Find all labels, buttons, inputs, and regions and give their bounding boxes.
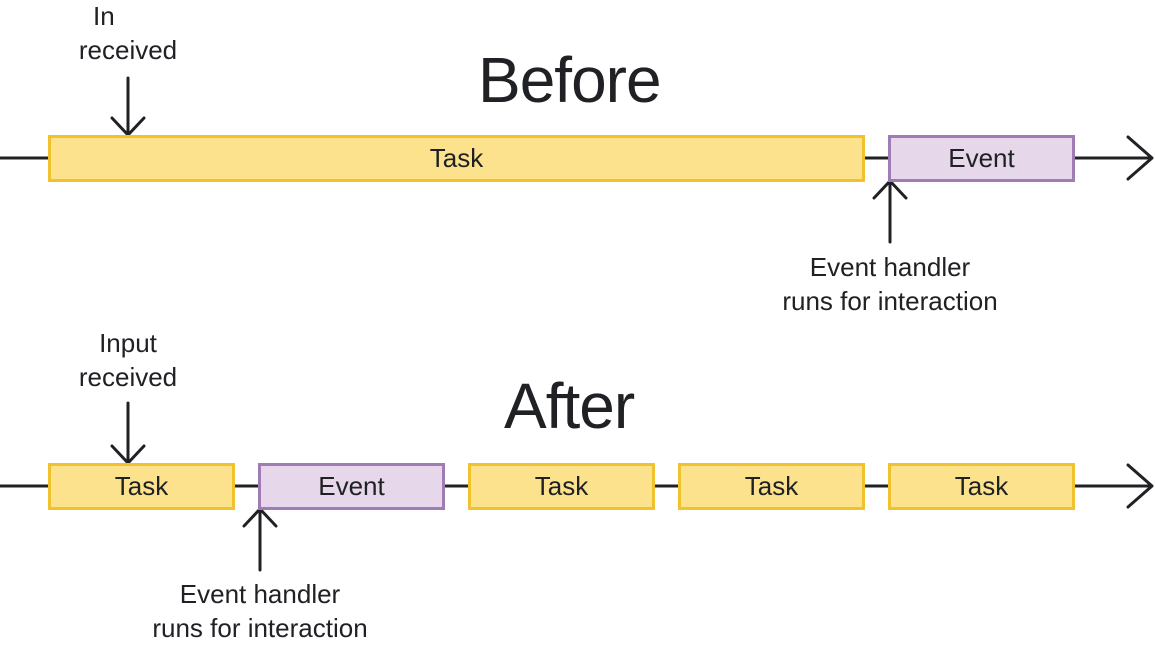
before-input-label: In received [60,0,196,67]
after-timeline-arrowhead [1126,463,1154,509]
after-task-block-3: Task [678,463,865,510]
after-handler-label: Event handler runs for interaction [110,577,410,645]
before-timeline-arrowhead [1126,135,1154,181]
before-handler-label-line1: Event handler [809,252,971,282]
after-title: After [504,370,635,442]
after-handler-label-line1: Event handler [179,579,341,609]
before-handler-label: Event handler runs for interaction [740,250,1040,318]
before-input-label-line2: received [78,35,178,65]
after-task-label-3: Task [744,471,799,501]
after-task-label-1: Task [114,471,169,501]
before-title: Before [478,44,662,116]
before-event-block: Event [888,135,1075,182]
before-event-label: Event [948,143,1015,173]
after-input-label: Input received [48,326,208,394]
after-task-block-2: Task [468,463,655,510]
after-task-label-4: Task [954,471,1009,501]
after-input-label-line2: received [78,362,178,392]
before-input-label-line1: In [93,1,115,31]
before-handler-label-line2: runs for interaction [782,286,998,316]
after-event-block: Event [258,463,445,510]
after-task-block-4: Task [888,463,1075,510]
after-handler-label-line2: runs for interaction [152,613,368,643]
before-task-block: Task [48,135,865,182]
before-task-label: Task [429,143,484,173]
after-input-label-line1: Input [99,328,157,358]
after-event-label: Event [318,471,385,501]
after-task-label-2: Task [534,471,589,501]
after-task-block-1: Task [48,463,235,510]
